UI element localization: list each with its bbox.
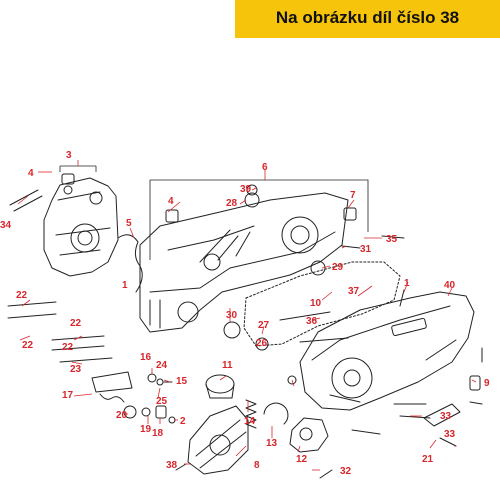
callout-label: 1 [404, 278, 410, 289]
callout-label: 15 [176, 376, 188, 387]
callout-label: 4 [28, 168, 34, 179]
callout-label: 39 [240, 184, 252, 195]
part-bracket-21 [423, 403, 461, 427]
callout-label: 21 [422, 454, 434, 465]
part-crankcase-left [43, 177, 119, 277]
callout-label: 25 [156, 396, 168, 407]
callout-label: 29 [332, 262, 344, 273]
callout-label: 34 [0, 220, 12, 231]
callout-label: 26 [256, 338, 268, 349]
callout-label: 35 [386, 234, 398, 245]
callout-label: 17 [62, 390, 74, 401]
part-bushing-18 [155, 405, 167, 419]
callout-label: 1 [122, 280, 128, 291]
callout-label: 22 [16, 290, 28, 301]
part-plug-9 [469, 375, 481, 391]
callout-label: 33 [440, 411, 452, 422]
callout-label: 28 [226, 198, 238, 209]
callout-label: 31 [360, 244, 372, 255]
callout-label: 24 [156, 360, 168, 371]
callout-label: 19 [140, 424, 152, 435]
part-kick-shaft [91, 371, 133, 393]
callout-label: 14 [244, 416, 256, 427]
callout-label: 9 [484, 378, 490, 389]
callout-label: 16 [140, 352, 152, 363]
part-washer-20 [123, 405, 137, 419]
callout-label: 12 [296, 454, 308, 465]
callout-label: 37 [348, 286, 360, 297]
callout-label: 7 [350, 190, 356, 201]
part-washer-19 [141, 407, 151, 417]
callout-label: 6 [262, 162, 268, 173]
callout-label: 32 [340, 466, 352, 477]
callout-label: 2 [180, 416, 186, 427]
part-spring [245, 399, 257, 429]
callout-label: 36 [306, 316, 318, 327]
callout-labels: 1 1 2 3 4 4 5 6 7 8 9 10 11 12 13 14 15 … [0, 150, 490, 477]
callout-label: 5 [126, 218, 132, 229]
callout-label: 23 [70, 364, 82, 375]
callout-label: 33 [444, 429, 456, 440]
callout-label: 13 [266, 438, 278, 449]
callout-label: 10 [310, 298, 322, 309]
part-outer-cover [299, 291, 475, 411]
callout-label: 3 [66, 150, 72, 161]
part-dish [263, 402, 289, 425]
callout-label: 40 [444, 280, 456, 291]
callout-label: 22 [70, 318, 82, 329]
part-cover-plate [187, 405, 249, 475]
part-pump [289, 417, 329, 453]
part-number-banner: Na obrázku díl číslo 38 [235, 0, 500, 38]
part-ring-16 [147, 373, 157, 383]
callout-label: 27 [258, 320, 270, 331]
callout-label: 18 [152, 428, 164, 439]
callout-label: 20 [116, 410, 128, 421]
callout-label: 8 [254, 460, 260, 471]
callout-label: 11 [222, 360, 233, 371]
banner-text: Na obrázku díl číslo 38 [275, 8, 460, 27]
callout-label: 30 [226, 310, 238, 321]
callout-label: 4 [168, 196, 174, 207]
callout-label: 22 [22, 340, 34, 351]
callout-label: 38 [166, 460, 178, 471]
callout-label: 22 [62, 342, 74, 353]
part-filter [205, 374, 235, 394]
part-crankcase-main [139, 192, 349, 333]
